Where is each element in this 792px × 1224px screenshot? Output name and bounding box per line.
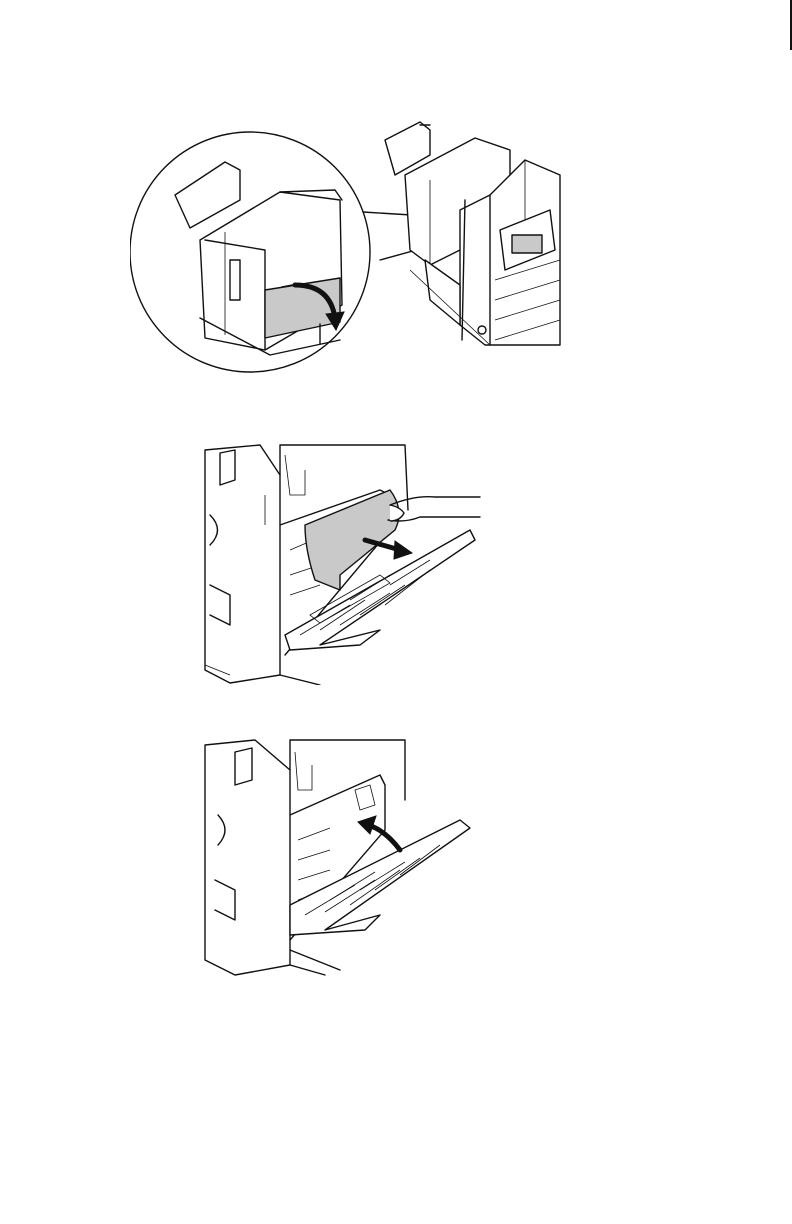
arrow-right-icon xyxy=(394,541,412,559)
figure-remove-paper xyxy=(190,435,490,685)
figure-open-finisher-cover xyxy=(130,100,570,385)
open-side-cover-icon xyxy=(130,100,570,385)
remove-jammed-paper-icon xyxy=(190,435,490,685)
arrow-up-left-icon xyxy=(358,816,376,834)
printer-with-finisher xyxy=(385,122,560,345)
close-side-cover-icon xyxy=(190,730,490,980)
figure-close-cover xyxy=(190,730,490,980)
